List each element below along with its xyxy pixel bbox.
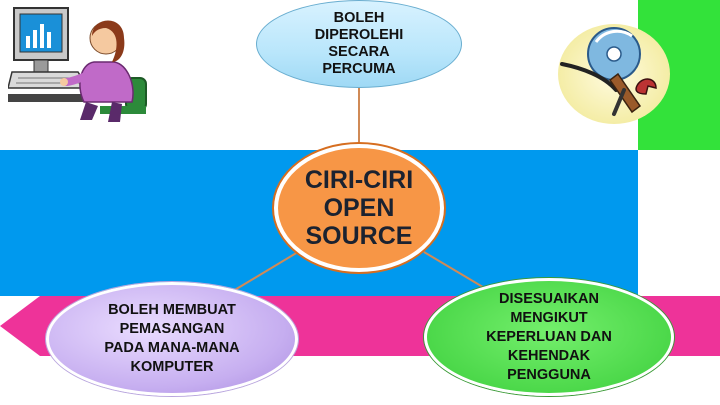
feature-node-install-anywhere: BOLEH MEMBUAT PEMASANGAN PADA MANA-MANA … [46, 282, 298, 396]
feature-node-customizable: DISESUAIKAN MENGIKUT KEPERLUAN DAN KEHEN… [424, 278, 674, 396]
feature-node-free: BOLEH DIPEROLEHI SECARA PERCUMA [256, 0, 462, 88]
disc-and-tools-icon [558, 24, 670, 124]
central-node: CIRI-CIRI OPEN SOURCE [274, 144, 444, 272]
pink-band-notch [0, 296, 40, 356]
woman-at-computer-icon [8, 7, 147, 122]
